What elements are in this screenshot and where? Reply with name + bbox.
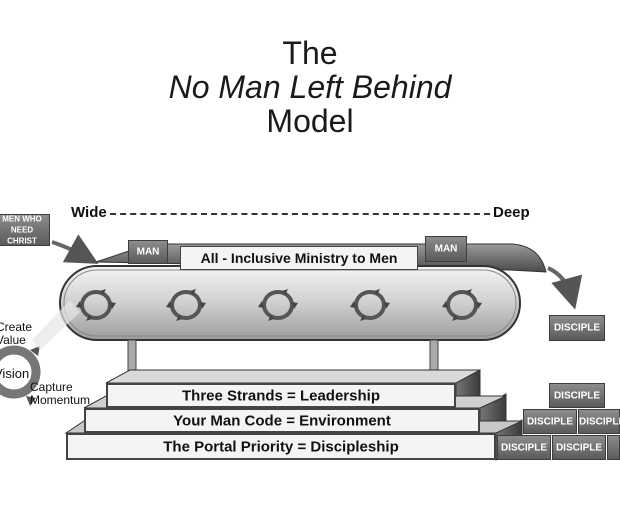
wide-deep-dashed-line bbox=[110, 213, 490, 215]
title-line-1: The bbox=[282, 35, 338, 71]
disciple-label: DISCIPLE bbox=[526, 416, 574, 427]
roller-4-icon bbox=[350, 289, 390, 321]
roller-3-icon bbox=[258, 289, 298, 321]
tier-environment: Your Man Code = Environment bbox=[84, 408, 480, 433]
disciple-box-row2-b: DISCIPLE bbox=[578, 409, 620, 434]
deep-label: Deep bbox=[493, 204, 530, 221]
tier-discipleship-text: The Portal Priority = Discipleship bbox=[163, 438, 399, 455]
vision-cycle-ring bbox=[0, 345, 41, 399]
input-box-line-1: MEN WHO bbox=[2, 214, 42, 224]
vision-label: Vision bbox=[0, 366, 30, 381]
conveyor-banner-text: All - Inclusive Ministry to Men bbox=[200, 250, 398, 266]
wide-label: Wide bbox=[71, 204, 107, 221]
tier1-top bbox=[105, 369, 481, 384]
conveyor-leg-left bbox=[127, 339, 137, 373]
disciple-label: DISCIPLE bbox=[553, 322, 601, 334]
output-arrow bbox=[547, 266, 583, 310]
roller-2-icon bbox=[166, 289, 206, 321]
input-arrow bbox=[51, 234, 99, 264]
input-box-line-2: NEED CHRIST bbox=[7, 225, 37, 246]
tier-leadership-text: Three Strands = Leadership bbox=[182, 387, 380, 404]
conveyor-banner: All - Inclusive Ministry to Men bbox=[180, 246, 418, 270]
disciple-box-single: DISCIPLE bbox=[549, 315, 605, 341]
tier-leadership: Three Strands = Leadership bbox=[106, 383, 456, 408]
disciple-box-row2-a: DISCIPLE bbox=[523, 409, 577, 434]
roller-1-icon bbox=[76, 289, 116, 321]
title-line-2: No Man Left Behind bbox=[168, 69, 452, 105]
disciple-label: DISCIPLE bbox=[579, 416, 620, 427]
tier-environment-text: Your Man Code = Environment bbox=[173, 412, 391, 429]
create-value-label: Create Value bbox=[0, 320, 33, 347]
man-box-right: MAN bbox=[425, 236, 467, 262]
disciple-box-row3-a: DISCIPLE bbox=[497, 435, 551, 460]
capture-momentum-label: Capture Momentum bbox=[30, 380, 91, 407]
tier-discipleship: The Portal Priority = Discipleship bbox=[66, 433, 496, 460]
roller-5-icon bbox=[442, 289, 482, 321]
conveyor-leg-right bbox=[429, 339, 439, 373]
vision-beam bbox=[32, 300, 80, 350]
man-label-right: MAN bbox=[434, 243, 458, 255]
disciple-label: DISCIPLE bbox=[555, 442, 603, 453]
man-box-left: MAN bbox=[128, 240, 168, 264]
disciple-label: DISCIPLE bbox=[500, 442, 548, 453]
men-who-need-christ-box: MEN WHO NEED CHRIST bbox=[0, 214, 50, 246]
title-line-3: Model bbox=[266, 103, 354, 139]
disciple-label: DISCIPLE bbox=[553, 390, 601, 401]
disciple-box-row3-b: DISCIPLE bbox=[552, 435, 606, 460]
disciple-box-stack-top: DISCIPLE bbox=[549, 383, 605, 408]
man-label-left: MAN bbox=[136, 246, 160, 258]
disciple-box-row3-c bbox=[607, 435, 620, 460]
